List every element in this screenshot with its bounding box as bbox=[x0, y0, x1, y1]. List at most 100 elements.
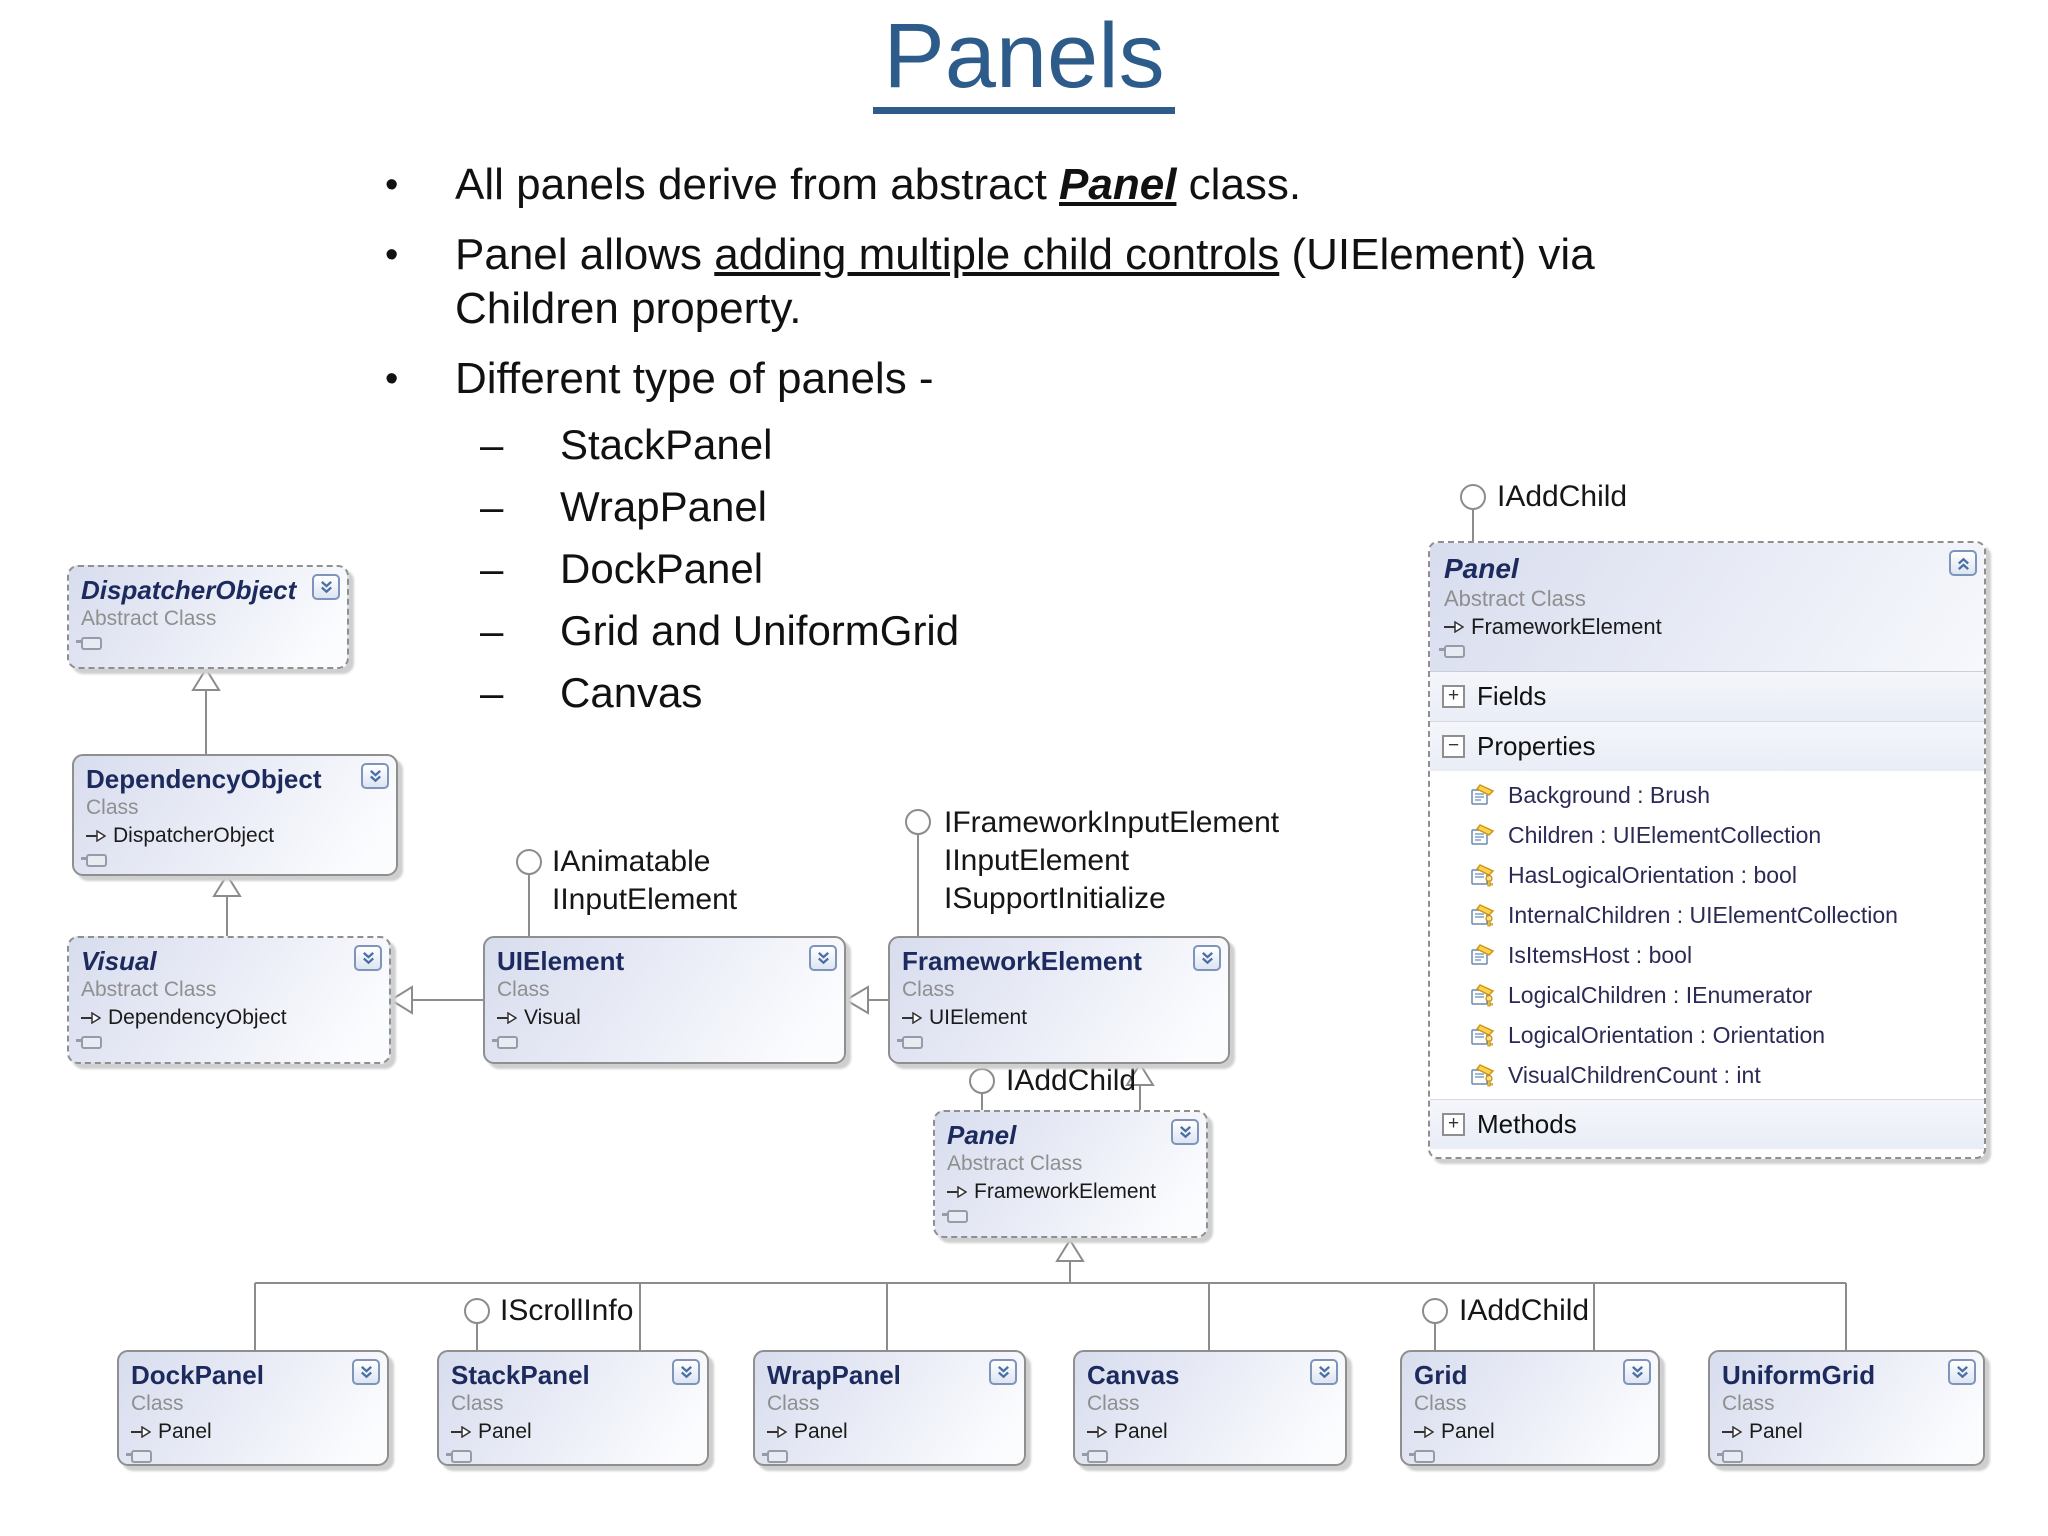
property-protected-icon bbox=[1471, 1024, 1495, 1047]
interface-labels-uielement: IAnimatable IInputElement bbox=[552, 843, 737, 919]
sub-bullet-text: DockPanel bbox=[560, 545, 764, 592]
property-protected-icon bbox=[1471, 904, 1495, 927]
class-box-dockpanel[interactable]: DockPanel Class Panel bbox=[117, 1350, 389, 1466]
collapse-chevron-button[interactable] bbox=[354, 945, 382, 971]
sub-bullet-dockpanel: –DockPanel bbox=[480, 544, 763, 594]
class-box-canvas[interactable]: Canvas Class Panel bbox=[1073, 1350, 1347, 1466]
sub-bullet-wrappanel: – WrapPanel bbox=[480, 482, 767, 532]
property-row: Background : Brush bbox=[1430, 775, 1984, 815]
collapse-chevron-button[interactable] bbox=[1193, 945, 1221, 971]
base-class-name: Panel bbox=[1114, 1420, 1168, 1443]
class-name: Grid bbox=[1414, 1360, 1468, 1390]
class-stereotype: Class bbox=[1722, 1392, 1775, 1415]
class-box-dispatcherobject[interactable]: DispatcherObject Abstract Class bbox=[67, 565, 349, 669]
inheritance-triangle-icon bbox=[389, 985, 413, 1015]
property-label: VisualChildrenCount : int bbox=[1508, 1062, 1761, 1088]
collapse-chevron-button[interactable] bbox=[1171, 1119, 1199, 1145]
class-name: UniformGrid bbox=[1722, 1360, 1876, 1390]
section-label: Fields bbox=[1477, 681, 1547, 711]
section-properties: − Properties bbox=[1430, 721, 1984, 771]
sub-bullet-stackpanel: –StackPanel bbox=[480, 420, 772, 470]
sub-bullet-canvas: –Canvas bbox=[480, 668, 702, 718]
inherits-arrow-icon bbox=[81, 1012, 101, 1024]
bullet-marker: • bbox=[385, 164, 399, 206]
class-stereotype: Abstract Class bbox=[1444, 586, 1586, 611]
expand-toggle[interactable]: + bbox=[1442, 1113, 1465, 1136]
interface-lollipop-icon bbox=[516, 849, 542, 875]
class-box-dependencyobject[interactable]: DependencyObject Class DispatcherObject bbox=[72, 754, 398, 876]
class-box-wrappanel[interactable]: WrapPanel Class Panel bbox=[753, 1350, 1026, 1466]
dash-marker: – bbox=[480, 483, 504, 530]
class-stereotype: Class bbox=[767, 1392, 820, 1415]
class-name: DispatcherObject bbox=[81, 575, 297, 605]
base-class-name: Panel bbox=[158, 1420, 212, 1443]
section-label: Properties bbox=[1477, 731, 1596, 761]
collapse-chevron-button[interactable] bbox=[1623, 1359, 1651, 1385]
bullet-3-text: Different type of panels - bbox=[455, 354, 934, 403]
property-row: Children : UIElementCollection bbox=[1430, 815, 1984, 855]
class-box-stackpanel[interactable]: StackPanel Class Panel bbox=[437, 1350, 709, 1466]
base-class-name: DispatcherObject bbox=[113, 824, 275, 847]
class-detail-box-panel[interactable]: Panel Abstract Class FrameworkElement + … bbox=[1428, 541, 1986, 1159]
expand-toggle[interactable]: + bbox=[1442, 685, 1465, 708]
class-name: Canvas bbox=[1087, 1360, 1180, 1390]
collapse-chevron-button[interactable] bbox=[989, 1359, 1017, 1385]
interface-label: IInputElement bbox=[552, 883, 738, 916]
class-name: UIElement bbox=[497, 946, 625, 976]
collapse-chevron-button[interactable] bbox=[1310, 1359, 1338, 1385]
property-row: InternalChildren : UIElementCollection bbox=[1430, 895, 1984, 935]
connection-points-icon bbox=[126, 1450, 152, 1463]
section-fields: + Fields bbox=[1430, 672, 1984, 721]
collapse-chevron-button[interactable] bbox=[1948, 1359, 1976, 1385]
connection-points-icon bbox=[1409, 1450, 1435, 1463]
interface-label-iaddchild-panel: IAddChild bbox=[1006, 1064, 1137, 1097]
interface-lollipop-icon bbox=[1460, 484, 1486, 510]
base-class-name: Panel bbox=[478, 1420, 532, 1443]
collapse-chevron-button[interactable] bbox=[352, 1359, 380, 1385]
property-icon bbox=[1471, 824, 1495, 845]
collapse-chevron-button[interactable] bbox=[809, 945, 837, 971]
connection-points-icon bbox=[76, 637, 102, 650]
section-methods: + Methods bbox=[1430, 1099, 1984, 1149]
class-box-uniformgrid[interactable]: UniformGrid Class Panel bbox=[1708, 1350, 1985, 1466]
class-name: StackPanel bbox=[451, 1360, 590, 1390]
collapse-chevron-button[interactable] bbox=[312, 574, 340, 600]
interface-lollipop-icon bbox=[464, 1298, 490, 1324]
bullet-2-text: Panel allows bbox=[455, 230, 715, 279]
interface-label: IFrameworkInputElement bbox=[944, 806, 1280, 839]
collapse-chevron-button[interactable] bbox=[672, 1359, 700, 1385]
class-box-frameworkelement[interactable]: FrameworkElement Class UIElement bbox=[888, 936, 1230, 1064]
expand-toggle[interactable]: − bbox=[1442, 735, 1465, 758]
bullet-2-text: Children property. bbox=[455, 284, 802, 333]
class-stereotype: Abstract Class bbox=[81, 607, 217, 630]
property-icon bbox=[1471, 784, 1495, 805]
class-name: WrapPanel bbox=[767, 1360, 901, 1390]
inherits-arrow-icon bbox=[767, 1426, 787, 1438]
collapse-chevron-button[interactable] bbox=[361, 763, 389, 789]
bullet-2: •Panel allows adding multiple child cont… bbox=[385, 228, 1595, 282]
sub-bullet-text: WrapPanel bbox=[560, 483, 768, 530]
class-box-grid[interactable]: Grid Class Panel bbox=[1400, 1350, 1660, 1466]
class-box-visual[interactable]: Visual Abstract Class DependencyObject bbox=[67, 936, 391, 1064]
property-label: HasLogicalOrientation : bool bbox=[1508, 862, 1797, 888]
base-class-name: FrameworkElement bbox=[1471, 614, 1662, 639]
inherits-arrow-icon bbox=[451, 1426, 471, 1438]
class-box-panel[interactable]: Panel Abstract Class FrameworkElement bbox=[933, 1110, 1208, 1238]
properties-list: Background : Brush Children : UIElementC… bbox=[1430, 771, 1984, 1099]
bullet-3: •Different type of panels - bbox=[385, 352, 934, 406]
dash-marker: – bbox=[480, 669, 504, 716]
dash-marker: – bbox=[480, 607, 504, 654]
sub-bullet-grids: – Grid and UniformGrid bbox=[480, 606, 959, 656]
collapse-chevron-button[interactable] bbox=[1949, 550, 1977, 576]
class-stereotype: Class bbox=[902, 978, 955, 1001]
inheritance-triangle-icon bbox=[212, 873, 242, 897]
inheritance-triangle-icon bbox=[844, 985, 869, 1015]
connection-points-icon bbox=[1717, 1450, 1743, 1463]
base-class-name: DependencyObject bbox=[108, 1006, 287, 1029]
sub-bullet-text: Grid and UniformGrid bbox=[560, 607, 960, 654]
base-class-name: Visual bbox=[524, 1006, 581, 1029]
class-box-uielement[interactable]: UIElement Class Visual bbox=[483, 936, 846, 1064]
inheritance-triangle-icon bbox=[1125, 1062, 1155, 1086]
class-stereotype: Class bbox=[1414, 1392, 1467, 1415]
